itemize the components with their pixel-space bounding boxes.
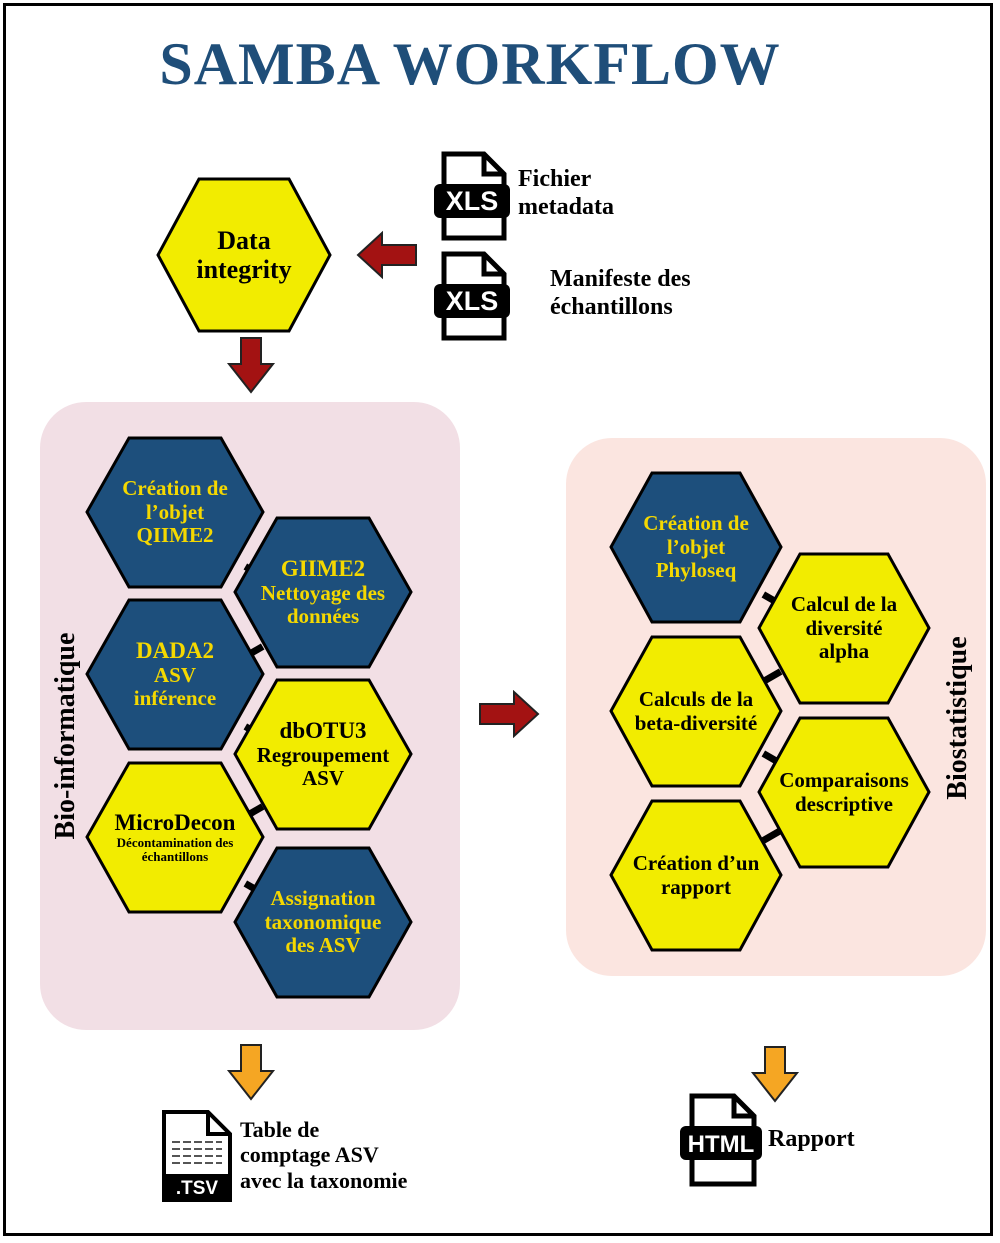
orange-arrow-down-icon	[226, 1043, 276, 1101]
diagram-frame	[3, 3, 993, 1236]
page-title: SAMBA WORKFLOW	[159, 31, 781, 97]
orange-arrow-down-icon	[750, 1045, 800, 1103]
report-label: Rapport	[768, 1126, 855, 1152]
html-file-icon: HTML	[678, 1092, 764, 1188]
biostatistics-section-label: Biostatistique	[942, 636, 973, 800]
metadata-file-label: Fichier metadata	[518, 166, 614, 220]
svg-text:XLS: XLS	[446, 186, 499, 216]
svg-text:HTML: HTML	[688, 1131, 755, 1158]
xls-file-icon: XLS	[432, 250, 512, 342]
red-arrow-left-icon	[356, 230, 418, 280]
manifest-file-label: Manifeste des échantillons	[550, 266, 691, 320]
svg-text:.TSV: .TSV	[176, 1178, 219, 1199]
svg-text:XLS: XLS	[446, 286, 499, 316]
bioinformatics-section-label: Bio-informatique	[50, 632, 81, 840]
red-arrow-down-icon	[226, 336, 276, 394]
tsv-file-icon: .TSV	[158, 1108, 236, 1204]
xls-file-icon: XLS	[432, 150, 512, 242]
asv-table-label: Table de comptage ASV avec la taxonomie	[240, 1117, 408, 1193]
red-arrow-right-icon	[478, 689, 540, 739]
